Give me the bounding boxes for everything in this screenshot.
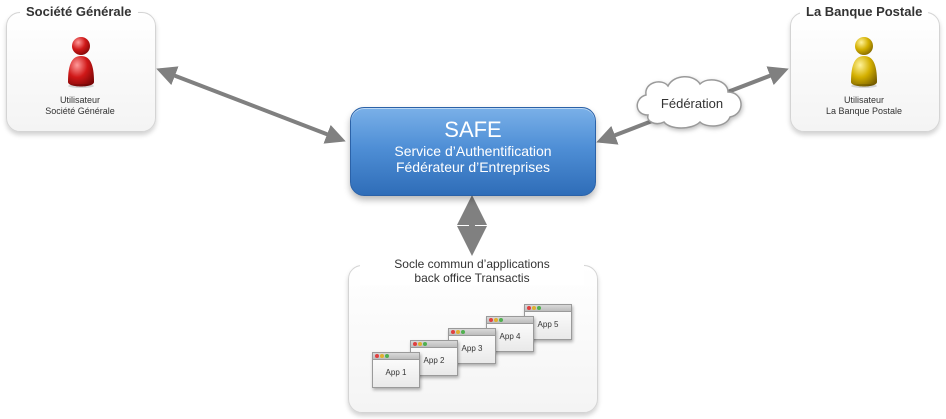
safe-title: SAFE [444,117,502,142]
app-label-1: App 1 [385,368,407,377]
safe-box: SAFE Service d’Authentification Fédérate… [350,107,596,196]
federation-label: Fédération [660,96,724,111]
app-label-5: App 5 [537,320,559,329]
app-label-2: App 2 [423,356,445,365]
sg-title: Société Générale [20,4,138,20]
safe-line2: Fédérateur d’Entreprises [395,159,551,175]
socle-title: Socle commun d’applications back office … [360,257,584,285]
lbp-user-line2: La Banque Postale [825,106,903,116]
sg-user-line2: Société Générale [45,106,115,116]
app-window-1: App 1 [372,352,420,388]
sg-user-label: Utilisateur Société Générale [10,95,150,117]
app-label-4: App 4 [499,332,521,341]
socle-line2: back office Transactis [414,271,530,285]
app-label-3: App 3 [461,344,483,353]
federation-cloud [636,76,742,129]
safe-line1: Service d’Authentification [394,143,552,159]
lbp-box [790,12,940,132]
arrow-sg-safe [156,66,346,144]
lbp-user-line1: Utilisateur [843,95,884,105]
lbp-user-label: Utilisateur La Banque Postale [794,95,934,117]
socle-line1: Socle commun d’applications [394,257,550,271]
sg-user-line1: Utilisateur [59,95,100,105]
lbp-title: La Banque Postale [800,4,929,20]
